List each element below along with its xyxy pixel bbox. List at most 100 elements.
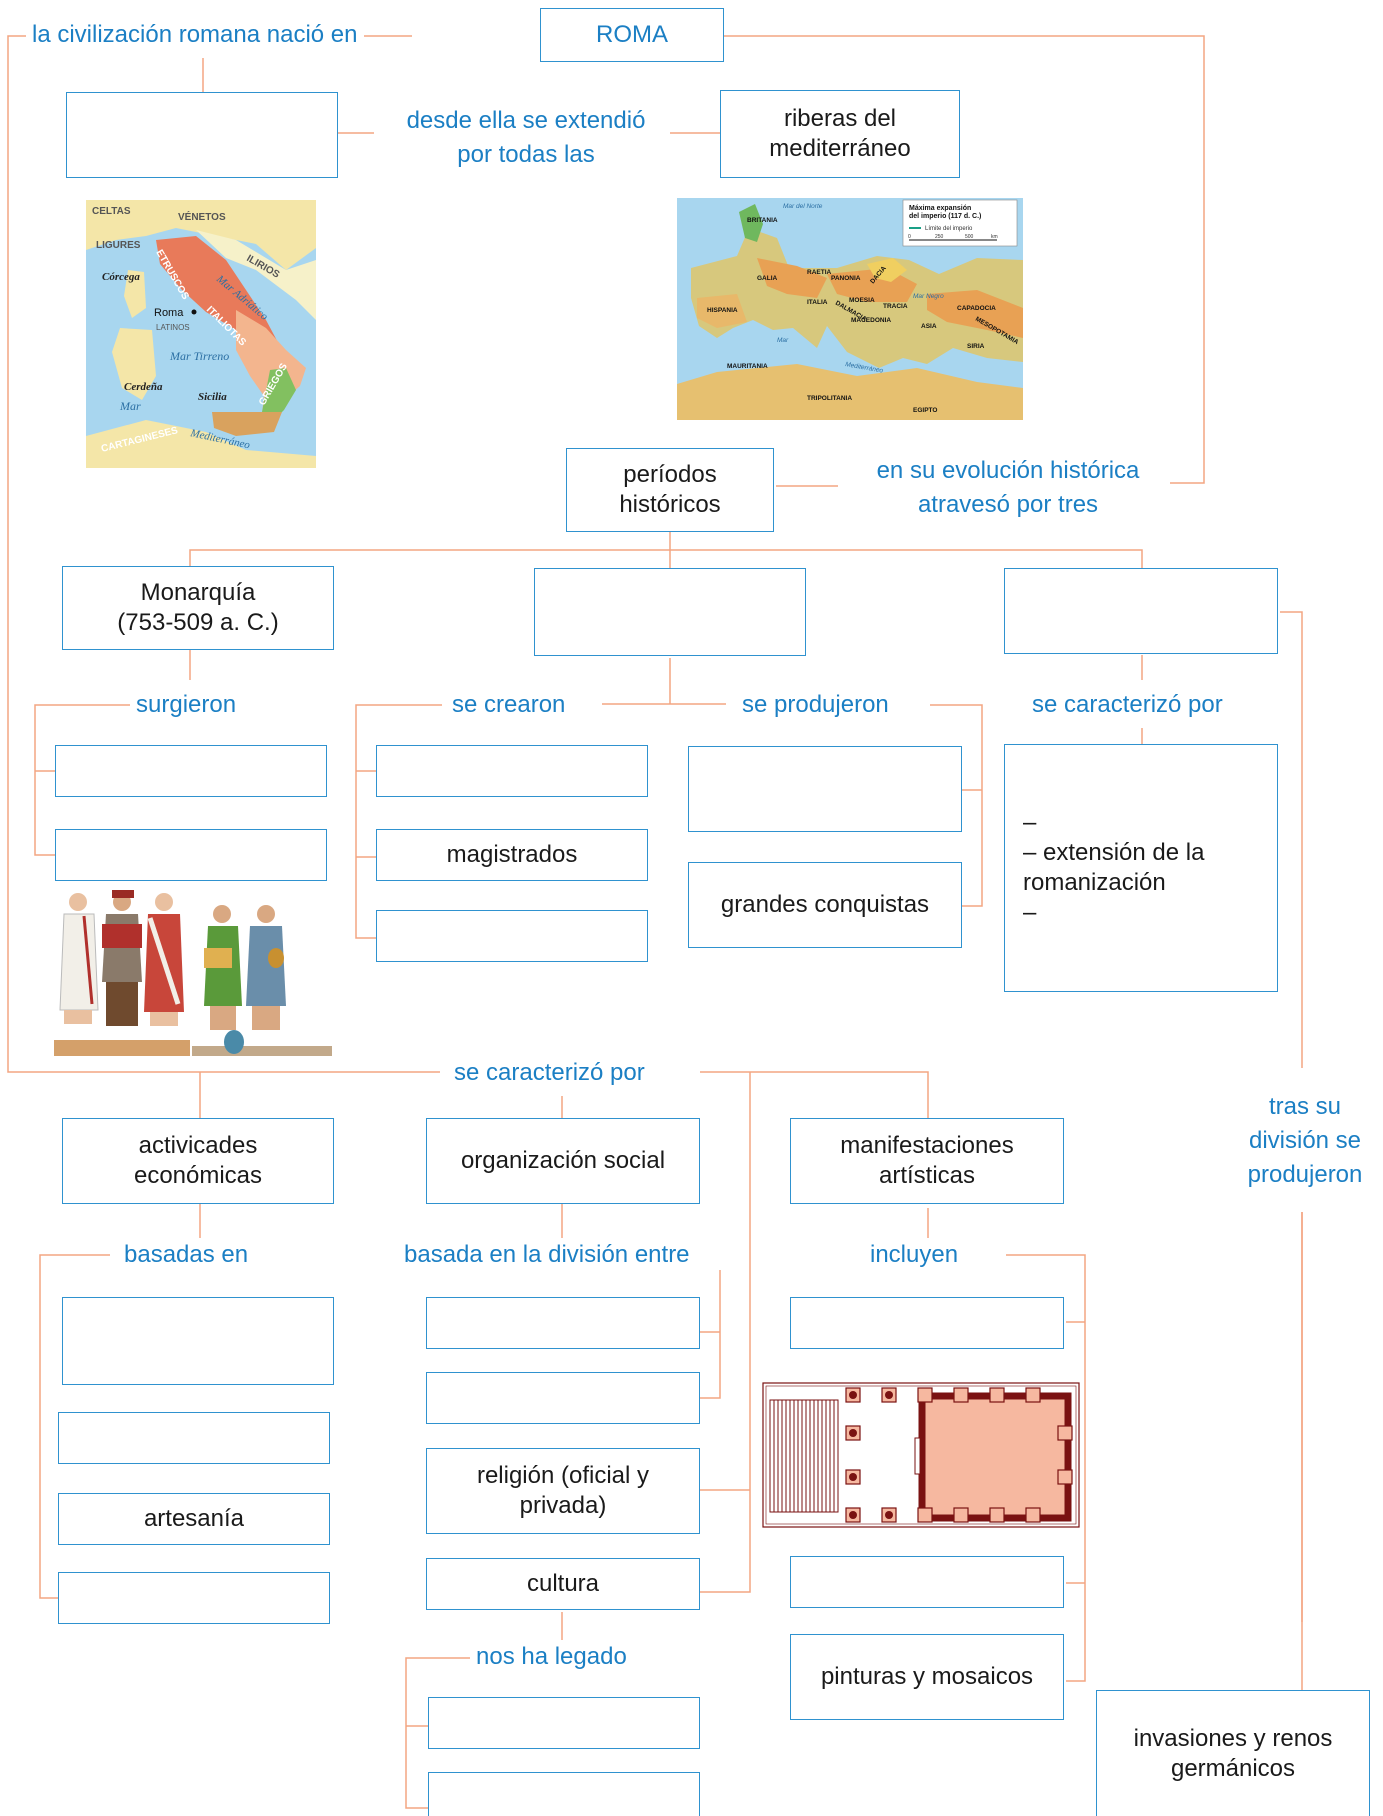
temple-plan: [762, 1382, 1080, 1528]
temple-column-dot: [885, 1391, 893, 1399]
temple-stairs: [769, 1399, 839, 1513]
box-actividades: activicades económicas: [62, 1118, 334, 1204]
label-basada-division: basada en la división entre: [398, 1238, 696, 1272]
figure-plebeian-2: [246, 905, 286, 1030]
label-nos-ha-legado: nos ha legado: [470, 1640, 633, 1674]
italy-map-label: Roma: [154, 307, 184, 319]
italy-map-label: Mar: [119, 399, 141, 413]
empire-legend-item: Límite del imperio: [925, 226, 973, 232]
empire-map-label: GALIA: [757, 275, 778, 282]
box-incluyen-1[interactable]: [790, 1297, 1064, 1349]
italy-map: CELTAS VÉNETOS LIGURES ETRUSCOS ILIRIOS …: [86, 200, 316, 468]
empire-legend-title: Máxima expansión del imperio (117 d. C.): [909, 205, 981, 220]
figure-soldier: [102, 890, 142, 1026]
italy-map-label: CELTAS: [92, 206, 131, 217]
label-nacio-en: la civilización romana nació en: [26, 18, 364, 52]
box-crearon-1[interactable]: [376, 745, 648, 797]
italy-map-label: LIGURES: [96, 240, 141, 251]
temple-column-dot: [849, 1473, 857, 1481]
box-division-1[interactable]: [426, 1297, 700, 1349]
italy-map-label: Cerdeña: [124, 381, 163, 393]
label-se-crearon: se crearon: [446, 688, 572, 722]
roma-dot: [191, 309, 197, 315]
box-republica-blank[interactable]: [534, 568, 806, 656]
figure-senator-2: [144, 893, 184, 1026]
italy-map-label: Mar Tirreno: [169, 349, 229, 363]
box-invasiones: invasiones y renos germánicos: [1096, 1690, 1370, 1816]
box-produjeron-1[interactable]: [688, 746, 962, 832]
box-basadas-1[interactable]: [62, 1297, 334, 1385]
label-extendio: desde ella se extendió por todas las: [382, 104, 670, 172]
temple-column: [917, 1507, 933, 1523]
temple-door: [914, 1437, 921, 1475]
box-cultura: cultura: [426, 1558, 700, 1610]
empire-legend-title-line: Máxima expansión: [909, 205, 971, 212]
label-se-produjeron: se produjeron: [736, 688, 895, 722]
empire-scale-tick: km: [991, 234, 998, 240]
figure-plebeian-1: [204, 905, 242, 1030]
box-origen-blank[interactable]: [66, 92, 338, 178]
temple-column: [1057, 1425, 1073, 1441]
box-crearon-magistrados: magistrados: [376, 829, 648, 881]
temple-cella: [918, 1392, 1072, 1522]
box-surgieron-2[interactable]: [55, 829, 327, 881]
empire-map-label: MOESIA: [849, 297, 875, 304]
box-legado-2[interactable]: [428, 1772, 700, 1816]
temple-column: [1025, 1387, 1041, 1403]
empire-map-label: CAPADOCIA: [957, 305, 996, 312]
label-surgieron: surgieron: [130, 688, 243, 722]
box-religion: religión (oficial y privada): [426, 1448, 700, 1534]
box-division-2[interactable]: [426, 1372, 700, 1424]
empire-map-legend: [902, 199, 1018, 247]
label-incluyen: incluyen: [864, 1238, 965, 1272]
empire-map-label: TRIPOLITANIA: [807, 395, 852, 402]
italy-map-label: VÉNETOS: [178, 210, 226, 223]
box-riberas: riberas del mediterráneo: [720, 90, 960, 178]
empire-map-label: Mar Negro: [913, 293, 944, 300]
temple-column: [953, 1507, 969, 1523]
box-crearon-3[interactable]: [376, 910, 648, 962]
figure-senator-1: [59, 893, 99, 1024]
empire-map-label: MACEDONIA: [851, 317, 891, 324]
box-produjeron-conquistas: grandes conquistas: [688, 862, 962, 948]
temple-column-dot: [849, 1511, 857, 1519]
empire-map-label: ITALIA: [807, 299, 828, 306]
label-basadas-en: basadas en: [118, 1238, 255, 1272]
label-tras-division: tras su división se produjeron: [1224, 1090, 1383, 1192]
box-manifestaciones: manifestaciones artísticas: [790, 1118, 1064, 1204]
box-pinturas: pinturas y mosaicos: [790, 1634, 1064, 1720]
box-legado-1[interactable]: [428, 1697, 700, 1749]
temple-column: [989, 1387, 1005, 1403]
italy-map-label: Córcega: [102, 271, 140, 283]
empire-map-label: EGIPTO: [913, 407, 937, 414]
label-caracterizo-imperio: se caracterizó por: [1026, 688, 1229, 722]
italy-map-label: LATINOS: [156, 323, 190, 332]
temple-column-dot: [885, 1511, 893, 1519]
box-incluyen-2[interactable]: [790, 1556, 1064, 1608]
temple-column: [1025, 1507, 1041, 1523]
temple-column: [917, 1387, 933, 1403]
temple-column: [989, 1507, 1005, 1523]
empire-scale-tick: 0: [908, 234, 911, 240]
box-basadas-2[interactable]: [58, 1412, 330, 1464]
box-basadas-4[interactable]: [58, 1572, 330, 1624]
empire-map-label: BRITANIA: [747, 217, 778, 224]
box-imperio-blank[interactable]: [1004, 568, 1278, 654]
temple-column-dot: [849, 1429, 857, 1437]
empire-map-label: Mar: [777, 337, 789, 344]
box-organizacion: organización social: [426, 1118, 700, 1204]
empire-scale-tick: 250: [935, 234, 944, 240]
box-imperio-caracteristicas: – – extensión de la romanización –: [1004, 744, 1278, 992]
box-periodos: períodos históricos: [566, 448, 774, 532]
temple-column-dot: [849, 1391, 857, 1399]
italy-map-label: Sicilia: [198, 391, 227, 403]
box-roma: ROMA: [540, 8, 724, 62]
empire-map-label: TRACIA: [883, 303, 908, 310]
empire-map-label: PANONIA: [831, 275, 861, 282]
empire-map-label: RAETIA: [807, 269, 832, 276]
box-monarquia: Monarquía (753-509 a. C.): [62, 566, 334, 650]
box-surgieron-1[interactable]: [55, 745, 327, 797]
empire-map-label: ASIA: [921, 323, 937, 330]
temple-column: [953, 1387, 969, 1403]
